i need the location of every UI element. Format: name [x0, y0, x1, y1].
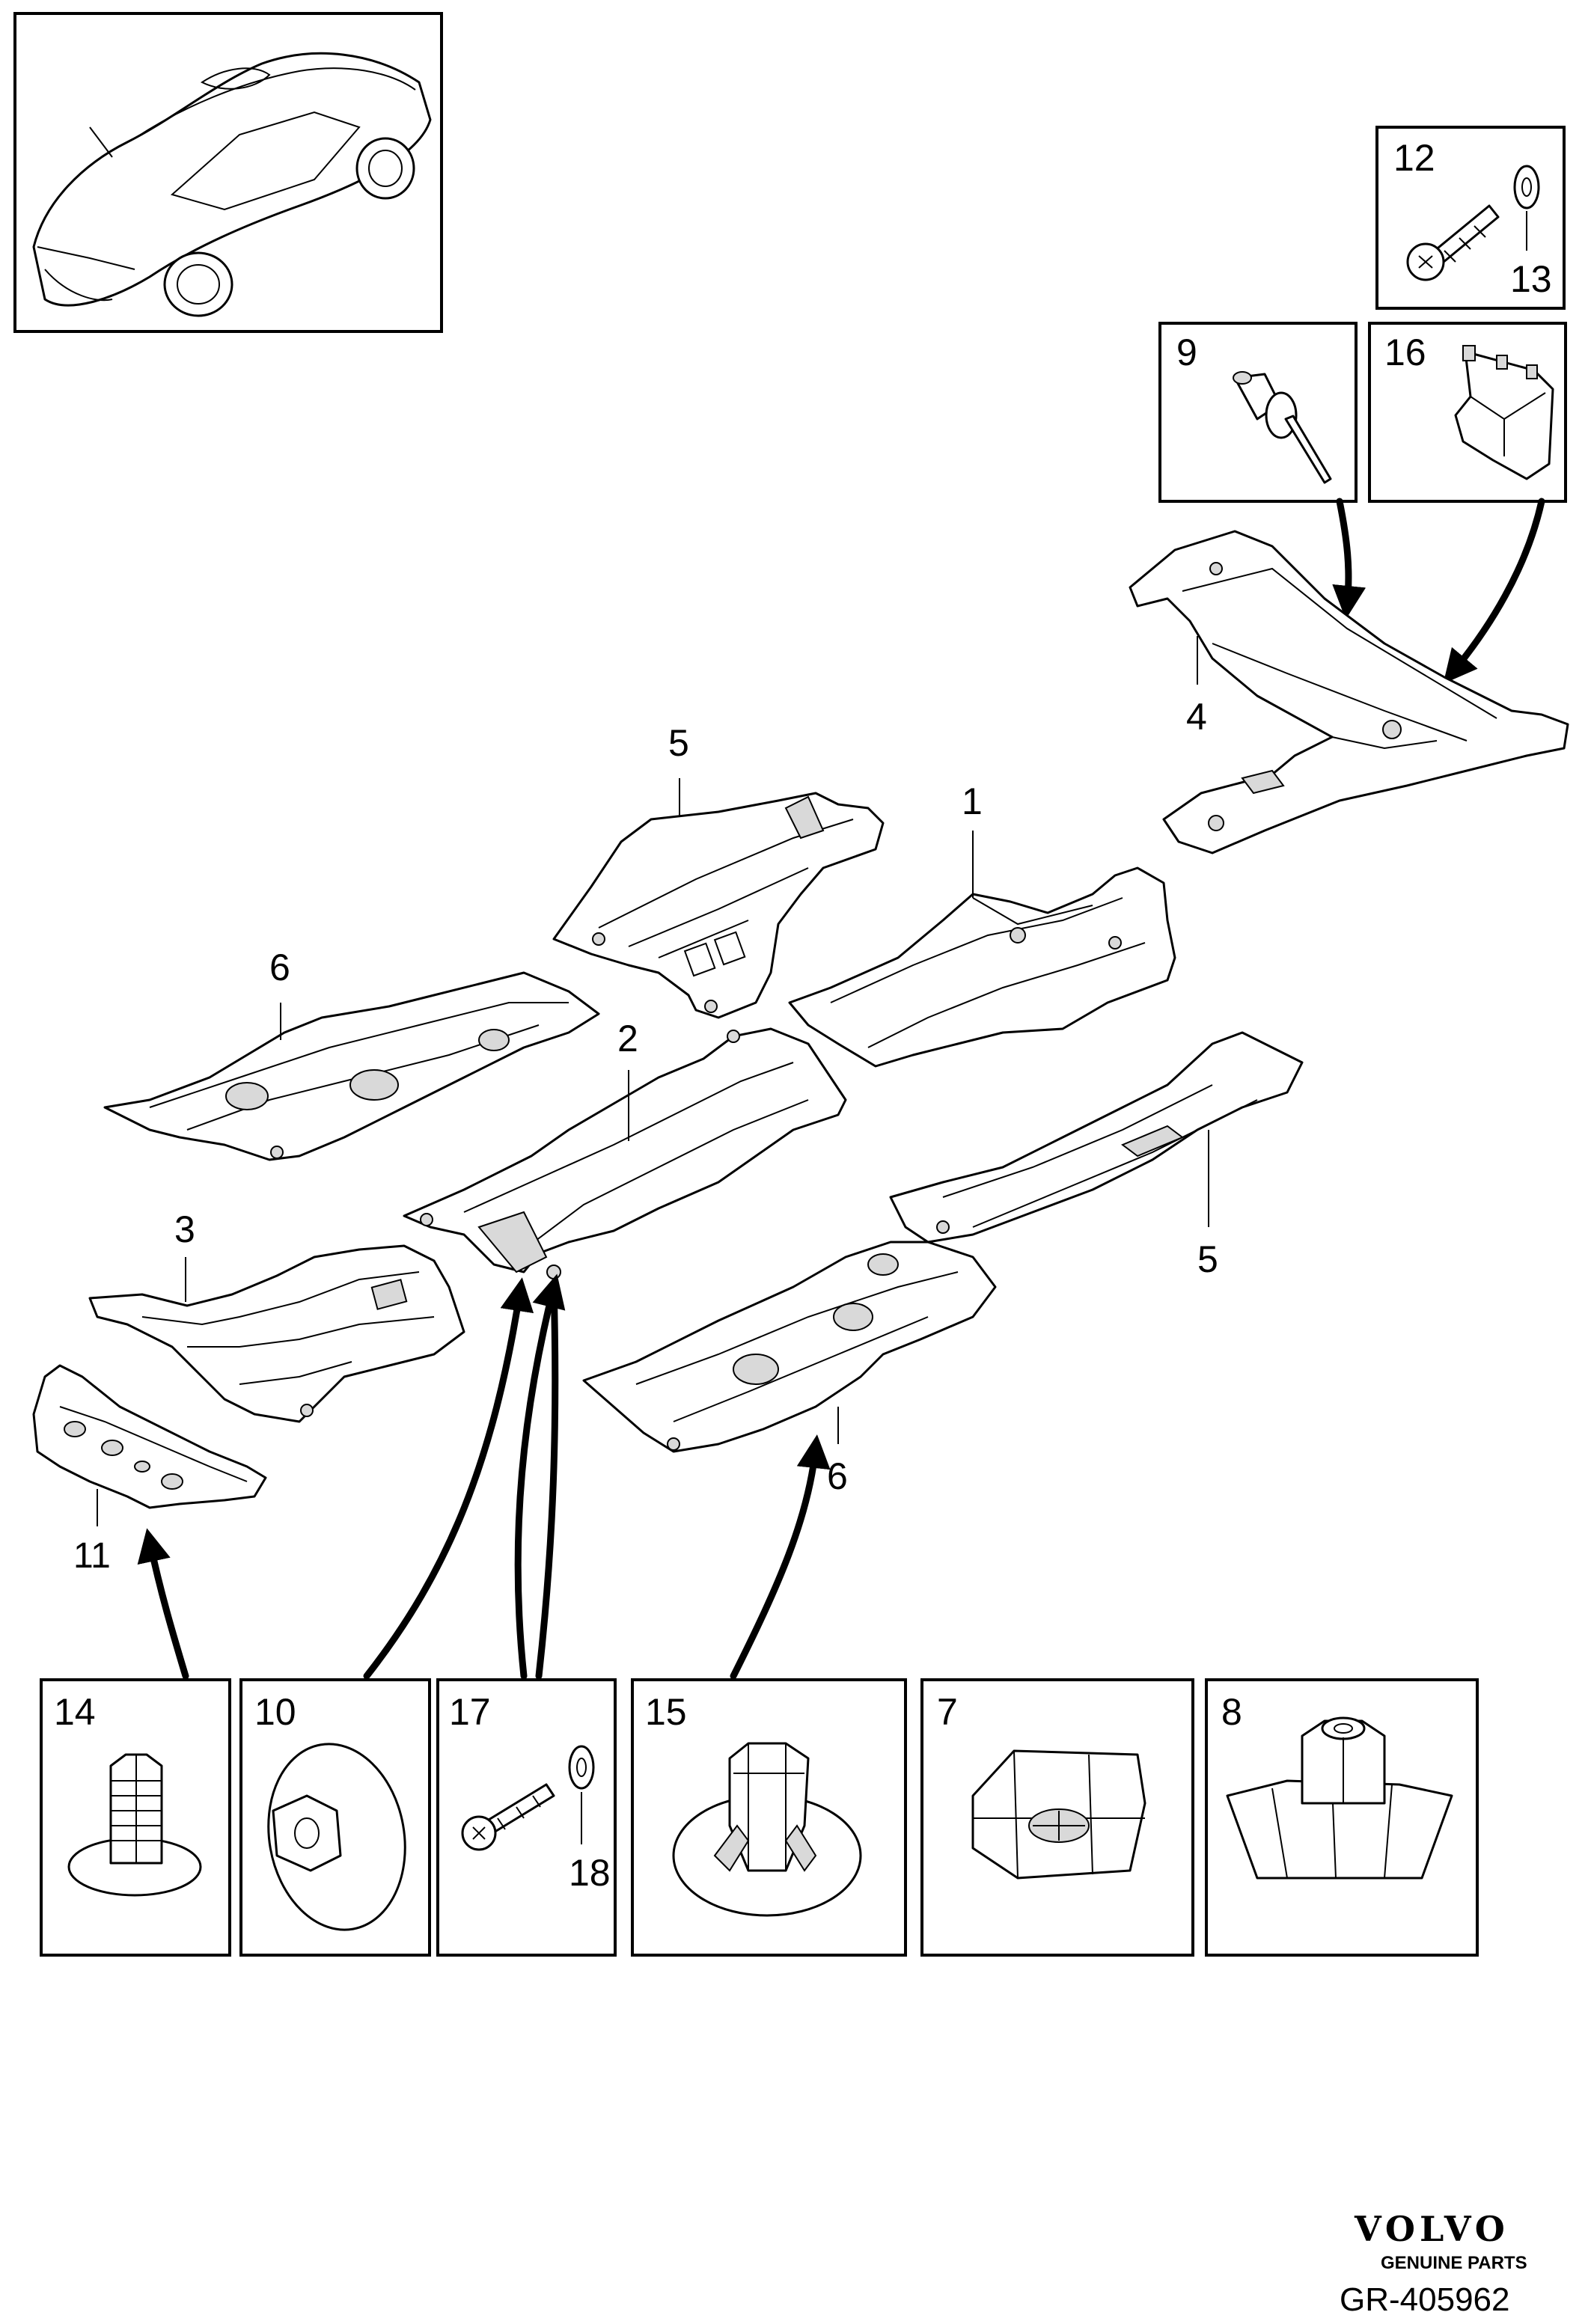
label-4: 4: [1186, 696, 1207, 738]
washer-icon: [1513, 165, 1540, 210]
volvo-logo: VOLVO GENUINE PARTS: [1354, 2209, 1527, 2273]
weld-nut-icon: [1226, 1716, 1453, 1880]
arrow-17-to-2: [514, 1273, 566, 1680]
arrow-18-to-2: [535, 1283, 559, 1680]
arrow-9-to-4: [1332, 498, 1366, 620]
fastener-box-16: 16: [1368, 322, 1567, 503]
part-5-upper-shield: [552, 792, 885, 1019]
fastener-box-17-18: 17 18: [436, 1678, 617, 1957]
fastener-box-12-13: 12 13: [1375, 126, 1566, 310]
arrow-14-to-11: [137, 1528, 189, 1680]
rivet-icon: [1233, 371, 1332, 484]
cage-nut-icon: [971, 1749, 1146, 1880]
part-1-tunnel-shield: [788, 866, 1176, 1068]
screw-icon: [461, 1783, 555, 1851]
logo-tagline: GENUINE PARTS: [1381, 2253, 1527, 2273]
fastener-box-7: 7: [920, 1678, 1194, 1957]
part-3-heat-shield: [88, 1244, 465, 1423]
part-6-lower-shield: [582, 1241, 997, 1453]
label-15: 15: [645, 1691, 687, 1733]
label-10: 10: [254, 1691, 296, 1733]
push-clip-icon: [67, 1753, 202, 1897]
label-11: 11: [73, 1536, 111, 1576]
part-5-lower-shield: [889, 1031, 1304, 1244]
label-2: 2: [617, 1018, 638, 1059]
label-5-lower: 5: [1197, 1238, 1218, 1280]
part-11-shield: [32, 1364, 267, 1509]
label-7: 7: [937, 1691, 958, 1733]
flange-nut-icon: [267, 1743, 406, 1931]
logo-wordmark: VOLVO: [1354, 2209, 1509, 2249]
part-6-upper-shield: [103, 971, 600, 1161]
label-1: 1: [962, 780, 983, 822]
label-6-lower: 6: [827, 1455, 848, 1497]
fastener-box-15: 15: [631, 1678, 907, 1957]
fastener-box-8: 8: [1205, 1678, 1479, 1957]
illustration-reference: GR-405962: [1340, 2281, 1509, 2318]
label-3: 3: [174, 1208, 195, 1250]
fastener-box-9: 9: [1158, 322, 1358, 503]
label-12: 12: [1393, 137, 1435, 179]
arrow-15-to-6: [730, 1434, 831, 1680]
spring-clip-icon: [672, 1742, 862, 1917]
label-16: 16: [1384, 331, 1426, 373]
fastener-box-10: 10: [239, 1678, 431, 1957]
vehicle-thumbnail: [13, 12, 443, 333]
label-5-upper: 5: [668, 722, 689, 764]
label-9: 9: [1176, 331, 1197, 373]
car-outline-icon: [32, 52, 432, 317]
label-6-upper: 6: [269, 947, 290, 988]
label-8: 8: [1221, 1691, 1242, 1733]
label-13: 13: [1510, 258, 1552, 300]
label-17: 17: [449, 1691, 491, 1733]
washer-icon: [568, 1745, 595, 1790]
screw-icon: [1406, 204, 1500, 281]
part-4-shield: [1129, 530, 1569, 854]
part-2-tunnel-shield: [403, 1027, 847, 1279]
clip-bracket-icon: [1454, 345, 1554, 480]
arrow-10-to-2: [363, 1277, 534, 1680]
label-18: 18: [569, 1852, 611, 1894]
arrow-16-to-4: [1443, 498, 1545, 684]
fastener-box-14: 14: [40, 1678, 231, 1957]
label-14: 14: [54, 1691, 96, 1733]
